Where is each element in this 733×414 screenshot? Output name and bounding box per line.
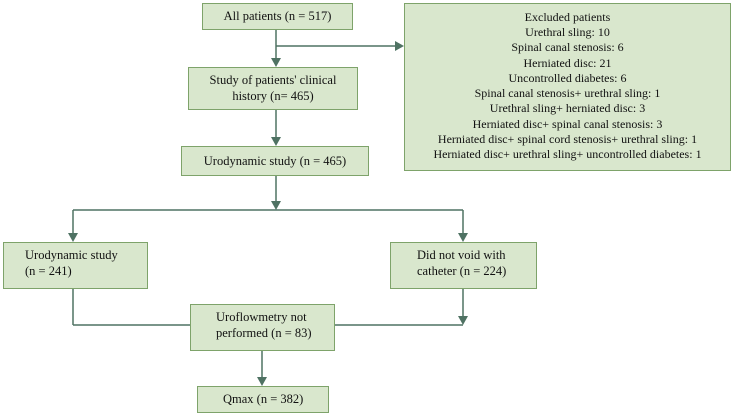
node-label: Did not void with <box>417 248 506 262</box>
node-qmax: Qmax (n = 382) <box>197 386 329 413</box>
node-clinical-history: Study of patients' clinical history (n= … <box>188 67 358 110</box>
arrowhead <box>68 233 78 242</box>
node-uroflowmetry-not-performed: Uroflowmetry not performed (n = 83) <box>190 304 335 351</box>
node-label: Urodynamic study (n = 465) <box>203 154 347 168</box>
excluded-reason: Urethral sling+ herniated disc: 3 <box>489 101 646 116</box>
node-urodynamic-study-all: Urodynamic study (n = 465) <box>181 146 369 176</box>
node-label: history (n= 465) <box>232 88 314 103</box>
node-label: Urodynamic study <box>25 248 118 262</box>
arrowhead <box>271 58 281 67</box>
arrowhead <box>458 316 468 325</box>
node-label: (n = 241) <box>25 263 72 278</box>
node-label: Uroflowmetry not <box>216 310 307 324</box>
excluded-reason: Herniated disc+ spinal canal stenosis: 3 <box>472 116 663 131</box>
excluded-reason: Herniated disc+ urethral sling+ uncontro… <box>433 147 702 162</box>
node-label: catheter (n = 224) <box>417 263 507 278</box>
node-label: Qmax (n = 382) <box>223 392 304 406</box>
node-label: Study of patients' clinical <box>209 73 337 87</box>
excluded-reason: Herniated disc+ spinal cord stenosis+ ur… <box>437 131 698 146</box>
excluded-reason: Herniated disc: 21 <box>523 55 612 70</box>
node-urodynamic-study-voided: Urodynamic study (n = 241) <box>3 242 148 289</box>
excluded-reason: Spinal canal stenosis+ urethral sling: 1 <box>474 86 661 101</box>
node-all-patients: All patients (n = 517) <box>202 3 353 30</box>
node-did-not-void: Did not void with catheter (n = 224) <box>390 242 537 289</box>
excluded-title: Excluded patients <box>524 10 611 24</box>
arrowhead <box>271 137 281 146</box>
excluded-reason: Urethral sling: 10 <box>525 25 610 40</box>
arrowhead <box>271 201 281 210</box>
node-excluded-patients: Excluded patients Urethral sling: 10 Spi… <box>404 3 731 171</box>
node-label: All patients (n = 517) <box>223 9 332 23</box>
excluded-reason: Uncontrolled diabetes: 6 <box>508 70 627 85</box>
excluded-reason: Spinal canal stenosis: 6 <box>511 40 624 55</box>
arrowhead <box>395 41 404 51</box>
node-label: performed (n = 83) <box>216 325 312 340</box>
arrowhead <box>458 233 468 242</box>
arrowhead <box>257 377 267 386</box>
